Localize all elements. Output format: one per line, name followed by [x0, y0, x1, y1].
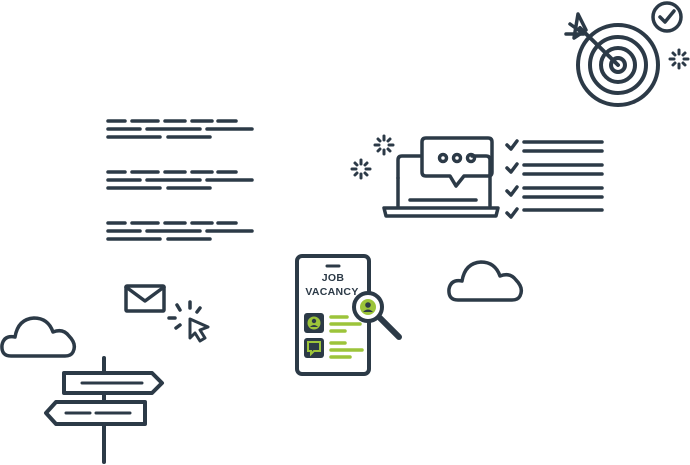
job-heading: JOB: [322, 272, 345, 284]
sparkle-icon: [373, 134, 395, 156]
vacancy-heading: VACANCY: [305, 286, 358, 298]
job-vacancy-phone-icon: JOB VACANCY: [295, 254, 371, 376]
sparkle-icon: [668, 48, 690, 70]
checkmark-badge-icon: [651, 1, 683, 33]
target-icon: [564, 12, 660, 107]
message-icon: [304, 338, 324, 358]
text-lines-icon: [106, 119, 254, 241]
checklist-icon: [505, 139, 604, 219]
job-vacancy-card: JOB VACANCY: [305, 272, 358, 298]
cloud-icon: [447, 260, 524, 302]
signpost-icon: [44, 356, 164, 464]
sparkle-icon: [350, 158, 372, 180]
cursor-click-icon: [167, 300, 210, 343]
applicant-lines: [329, 315, 362, 333]
magnifier-icon: [352, 291, 402, 340]
cloud-icon: [0, 316, 77, 358]
envelope-icon: [124, 284, 166, 313]
applicant-avatar-icon: [304, 313, 324, 333]
applicant-lines: [329, 341, 364, 359]
laptop-chat-icon: [382, 136, 500, 218]
